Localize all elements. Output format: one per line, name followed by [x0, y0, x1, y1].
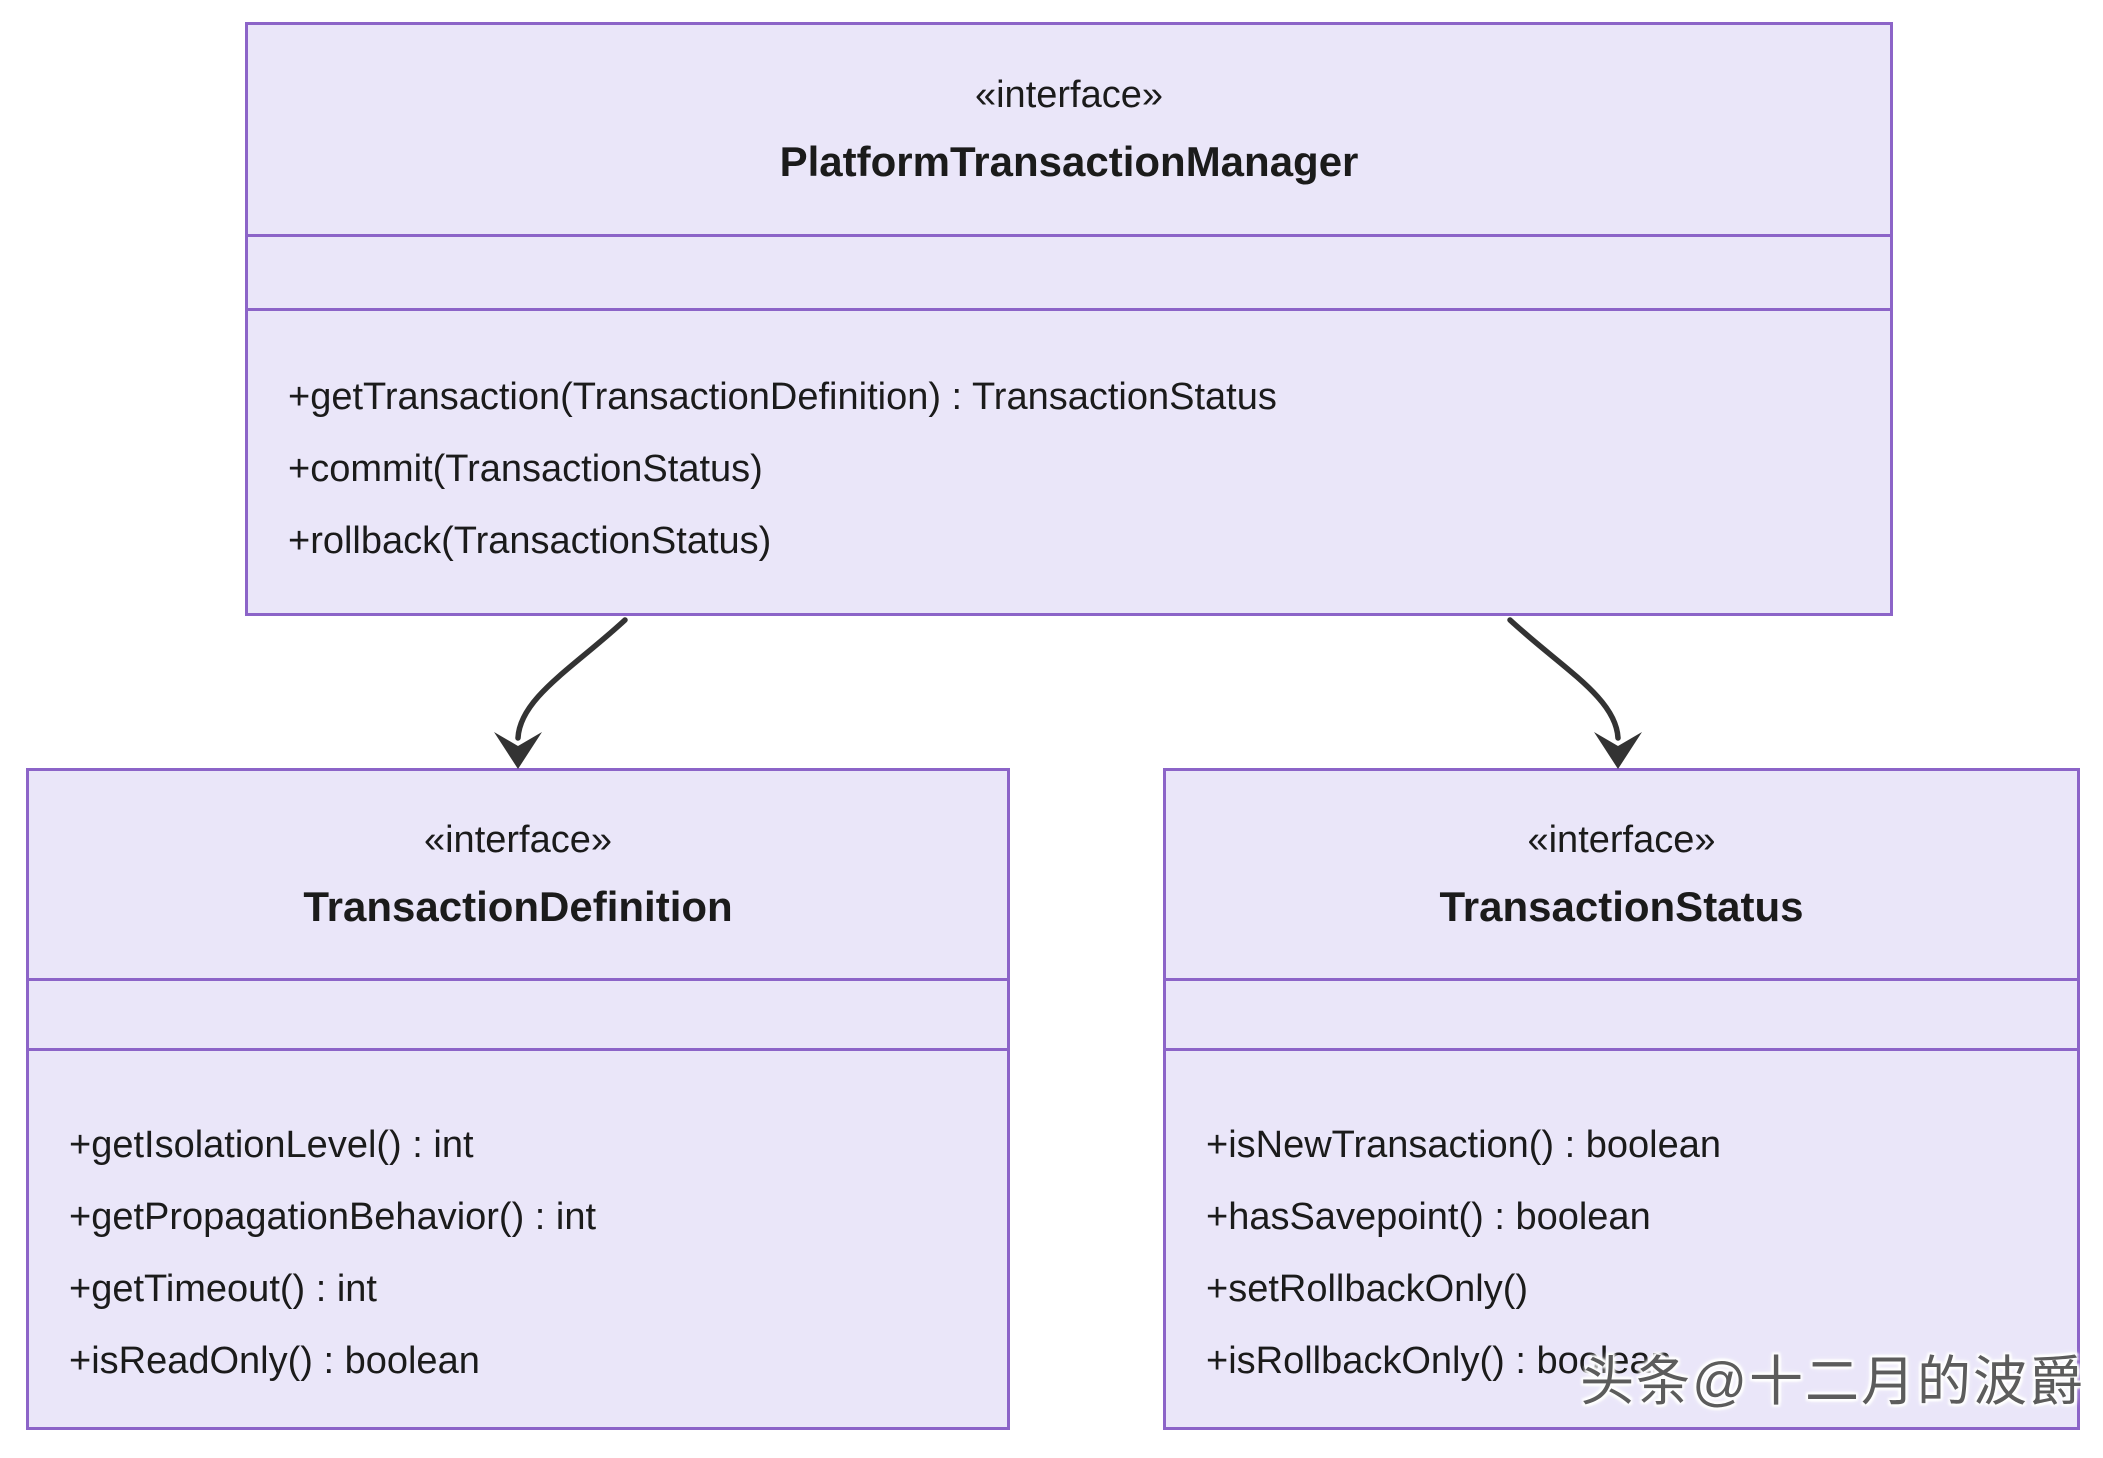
method-item: +isRollbackOnly() : boolean — [1206, 1340, 1672, 1382]
attributes-compartment-empty — [248, 237, 1890, 311]
method-item: +getTransaction(TransactionDefinition) :… — [288, 376, 1277, 418]
method-list: +getTransaction(TransactionDefinition) :… — [288, 361, 1890, 577]
stereotype-label: «interface» — [423, 818, 612, 861]
dependency-arrow-to-transaction-status — [1507, 617, 1642, 769]
method-item: +getTimeout() : int — [69, 1268, 377, 1310]
class-name: TransactionStatus — [1439, 882, 1804, 930]
watermark: 头条@十二月的波爵 — [1580, 1352, 2085, 1412]
method-item: +getIsolationLevel() : int — [69, 1124, 474, 1166]
method-item: +setRollbackOnly() — [1206, 1268, 1529, 1310]
method-item: +isNewTransaction() : boolean — [1206, 1124, 1722, 1166]
class-box-transaction-definition: «interface» TransactionDefinition +getIs… — [26, 768, 1010, 1430]
class-name: TransactionDefinition — [303, 882, 733, 930]
dependency-arrow-to-transaction-definition — [494, 617, 628, 769]
class-title-compartment: «interface» TransactionStatus — [1166, 771, 2077, 981]
class-title-compartment: «interface» TransactionDefinition — [29, 771, 1007, 981]
method-list: +getIsolationLevel() : int +getPropagati… — [69, 1109, 1007, 1397]
method-item: +isReadOnly() : boolean — [69, 1340, 480, 1382]
class-box-transaction-status: «interface» TransactionStatus +isNewTran… — [1163, 768, 2080, 1430]
method-item: +rollback(TransactionStatus) — [288, 520, 772, 562]
attributes-compartment-empty — [29, 981, 1007, 1051]
method-item: +getPropagationBehavior() : int — [69, 1196, 597, 1238]
methods-compartment: +getIsolationLevel() : int +getPropagati… — [29, 1051, 1007, 1427]
methods-compartment: +getTransaction(TransactionDefinition) :… — [248, 311, 1890, 613]
attributes-compartment-empty — [1166, 981, 2077, 1051]
method-list: +isNewTransaction() : boolean +hasSavepo… — [1206, 1109, 2077, 1397]
class-title-compartment: «interface» PlatformTransactionManager — [248, 25, 1890, 237]
class-name: PlatformTransactionManager — [779, 137, 1359, 185]
class-box-platform-transaction-manager: «interface» PlatformTransactionManager +… — [245, 22, 1893, 616]
stereotype-label: «interface» — [1527, 818, 1716, 861]
methods-compartment: +isNewTransaction() : boolean +hasSavepo… — [1166, 1051, 2077, 1427]
method-item: +hasSavepoint() : boolean — [1206, 1196, 1651, 1238]
stereotype-label: «interface» — [974, 73, 1163, 116]
method-item: +commit(TransactionStatus) — [288, 448, 763, 490]
